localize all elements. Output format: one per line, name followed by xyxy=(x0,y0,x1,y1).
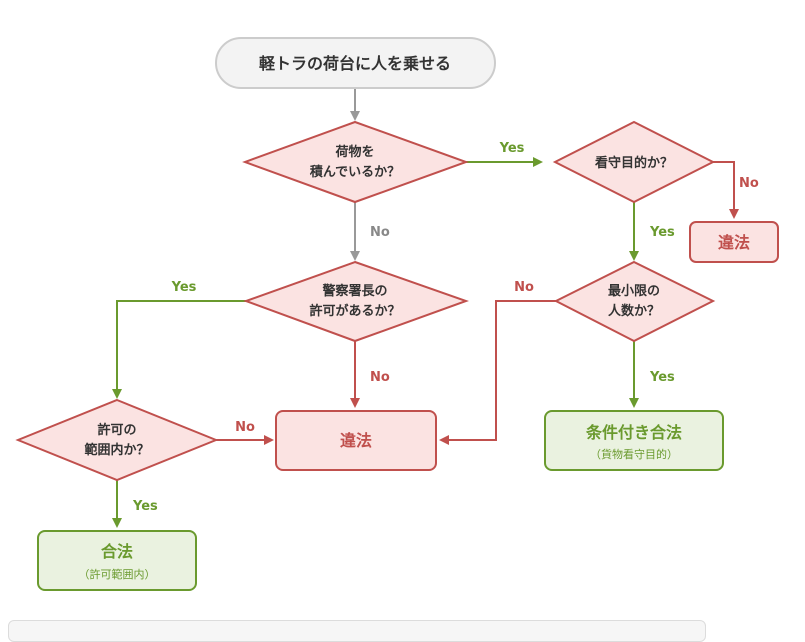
outcome-conditional-sub: （貨物看守目的） xyxy=(590,447,678,461)
decision-police-line2: 許可があるか？ xyxy=(309,303,400,319)
label-scope-yes: Yes xyxy=(132,499,158,514)
outcome-illegal-center-label: 違法 xyxy=(340,431,372,450)
decision-guard: 看守目的か？ xyxy=(552,120,716,204)
outcome-legal-label: 合法 xyxy=(101,542,133,561)
edge-guard-no xyxy=(713,161,739,219)
bottom-panel-edge xyxy=(8,620,706,642)
edge-minimum-no xyxy=(439,300,556,445)
label-minimum-no: No xyxy=(514,280,534,295)
start-node: 軽トラの荷台に人を乗せる xyxy=(215,37,496,89)
outcome-conditional: 条件付き合法 （貨物看守目的） xyxy=(544,410,724,471)
decision-minimum: 最小限の 人数か？ xyxy=(553,260,716,343)
outcome-illegal-right: 違法 xyxy=(689,221,779,263)
decision-scope-line1: 許可の xyxy=(97,422,136,438)
decision-police: 警察署長の 許可があるか？ xyxy=(243,260,469,343)
label-guard-no: No xyxy=(739,176,759,191)
decision-cargo: 荷物を 積んでいるか？ xyxy=(242,120,469,204)
start-label: 軽トラの荷台に人を乗せる xyxy=(259,54,451,73)
edges xyxy=(112,88,739,528)
decision-cargo-line2: 積んでいるか？ xyxy=(309,164,400,180)
label-minimum-yes: Yes xyxy=(649,370,675,385)
decision-guard-line1: 看守目的か？ xyxy=(595,155,673,171)
label-guard-yes: Yes xyxy=(649,225,675,240)
label-cargo-yes: Yes xyxy=(499,141,525,156)
decision-minimum-line2: 人数か？ xyxy=(608,303,660,319)
label-police-yes: Yes xyxy=(171,280,197,295)
edge-police-yes xyxy=(112,300,246,399)
label-scope-no: No xyxy=(235,420,255,435)
edge-labels: Yes No No Yes Yes No No Yes No Yes xyxy=(132,141,759,514)
outcome-legal: 合法 （許可範囲内） xyxy=(37,530,197,591)
label-cargo-no: No xyxy=(370,225,390,240)
decision-minimum-line1: 最小限の xyxy=(608,284,660,299)
decision-cargo-line1: 荷物を xyxy=(334,144,374,160)
decision-scope-line2: 範囲内か？ xyxy=(84,442,149,458)
outcome-illegal-right-label: 違法 xyxy=(718,233,750,252)
outcome-legal-sub: （許可範囲内） xyxy=(79,567,156,581)
decision-scope: 許可の 範囲内か？ xyxy=(15,398,219,482)
decision-police-line1: 警察署長の xyxy=(322,283,387,299)
outcome-conditional-label: 条件付き合法 xyxy=(585,423,682,442)
outcome-illegal-center: 違法 xyxy=(275,410,437,471)
label-police-no: No xyxy=(370,370,390,385)
